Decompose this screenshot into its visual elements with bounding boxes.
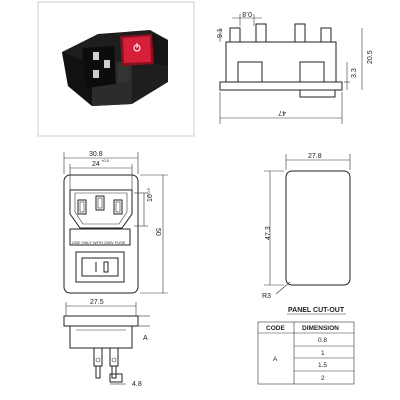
side-view-drawing: 0.8 9.1 3.3 20.5 47 (217, 10, 374, 124)
bottom-dim-a: A (143, 335, 148, 342)
table-header-code: CODE (266, 325, 285, 332)
side-dim-left: 9.1 (217, 28, 224, 38)
side-dim-bottom: 47 (278, 109, 286, 116)
panel-cutout-title: PANEL CUT-OUT (288, 307, 345, 314)
side-dim-right-inner: 3.3 (351, 68, 358, 78)
front-dim-socket-tol: +0.5 (101, 158, 110, 163)
front-dim-height-inner-tol: +0.5 (146, 187, 151, 196)
front-dim-socket: 24 (92, 161, 100, 168)
table-value: 1 (321, 350, 325, 357)
table-value: 0.8 (318, 337, 327, 344)
product-photo (37, 1, 195, 137)
side-dim-right-outer: 20.5 (367, 50, 374, 64)
cutout-dim-width: 27.8 (308, 153, 322, 160)
table-header-dimension: DIMENSION (302, 325, 339, 332)
red-rocker-switch (120, 34, 154, 66)
front-dim-width: 30.8 (89, 151, 103, 158)
table-code-a: A (273, 356, 278, 363)
bottom-view-drawing: 27.5 A 4.8 (63, 299, 150, 388)
table-value: 1.5 (318, 362, 327, 369)
panel-cutout-drawing: 27.8 47.3 R3 PANEL CUT-OUT (262, 153, 351, 315)
bottom-dim-width: 27.5 (90, 299, 104, 306)
front-dim-height: 50 (154, 228, 161, 236)
table-value: 2 (321, 375, 325, 382)
cutout-dim-radius: R3 (262, 293, 271, 300)
dimension-table: CODE DIMENSION A 0.8 1 1.5 2 (257, 321, 355, 385)
bottom-dim-pin: 4.8 (132, 381, 142, 388)
cutout-dim-height: 47.3 (265, 226, 272, 240)
side-dim-top: 0.8 (242, 10, 252, 17)
front-view-drawing: USE ONLY WITH 250V FUSE 30.8 24 +0.5 16 … (63, 151, 168, 294)
fuse-warning-label: USE ONLY WITH 250V FUSE (72, 240, 126, 245)
front-dim-height-inner: 16 (147, 194, 154, 202)
